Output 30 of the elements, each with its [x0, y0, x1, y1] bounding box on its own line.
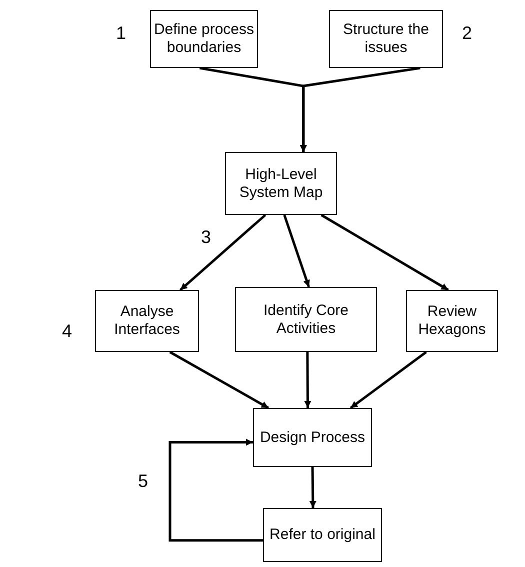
arrow	[283, 214, 310, 288]
step-number: 4	[62, 320, 72, 343]
box-label: Review Hexagons	[417, 303, 487, 339]
arrow	[169, 350, 270, 410]
arrow	[309, 466, 316, 508]
arrow	[320, 214, 449, 292]
box-label: Structure the issues	[342, 21, 430, 57]
process-box	[225, 152, 337, 215]
arrow	[350, 351, 427, 409]
step-number: 3	[201, 226, 212, 249]
box-label: Identify Core Activities	[262, 302, 350, 338]
arrow	[179, 214, 266, 291]
box-label: Design Process	[260, 428, 366, 446]
arrow	[168, 438, 263, 542]
box-label: High-Level System Map	[238, 166, 324, 202]
process-box	[235, 287, 377, 352]
process-box	[253, 408, 372, 467]
arrow	[304, 352, 312, 408]
step-number: 5	[138, 470, 148, 493]
box-label: Refer to original	[270, 526, 376, 544]
step-number: 2	[462, 22, 472, 45]
process-box	[406, 290, 498, 352]
box-label: Define process boundaries	[152, 21, 256, 57]
box-label: Analyse Interfaces	[113, 303, 181, 339]
arrow	[300, 66, 420, 152]
step-number: 1	[116, 22, 126, 45]
process-box	[95, 290, 199, 352]
process-box	[263, 508, 382, 562]
process-box	[329, 10, 443, 68]
process-box	[150, 10, 258, 68]
